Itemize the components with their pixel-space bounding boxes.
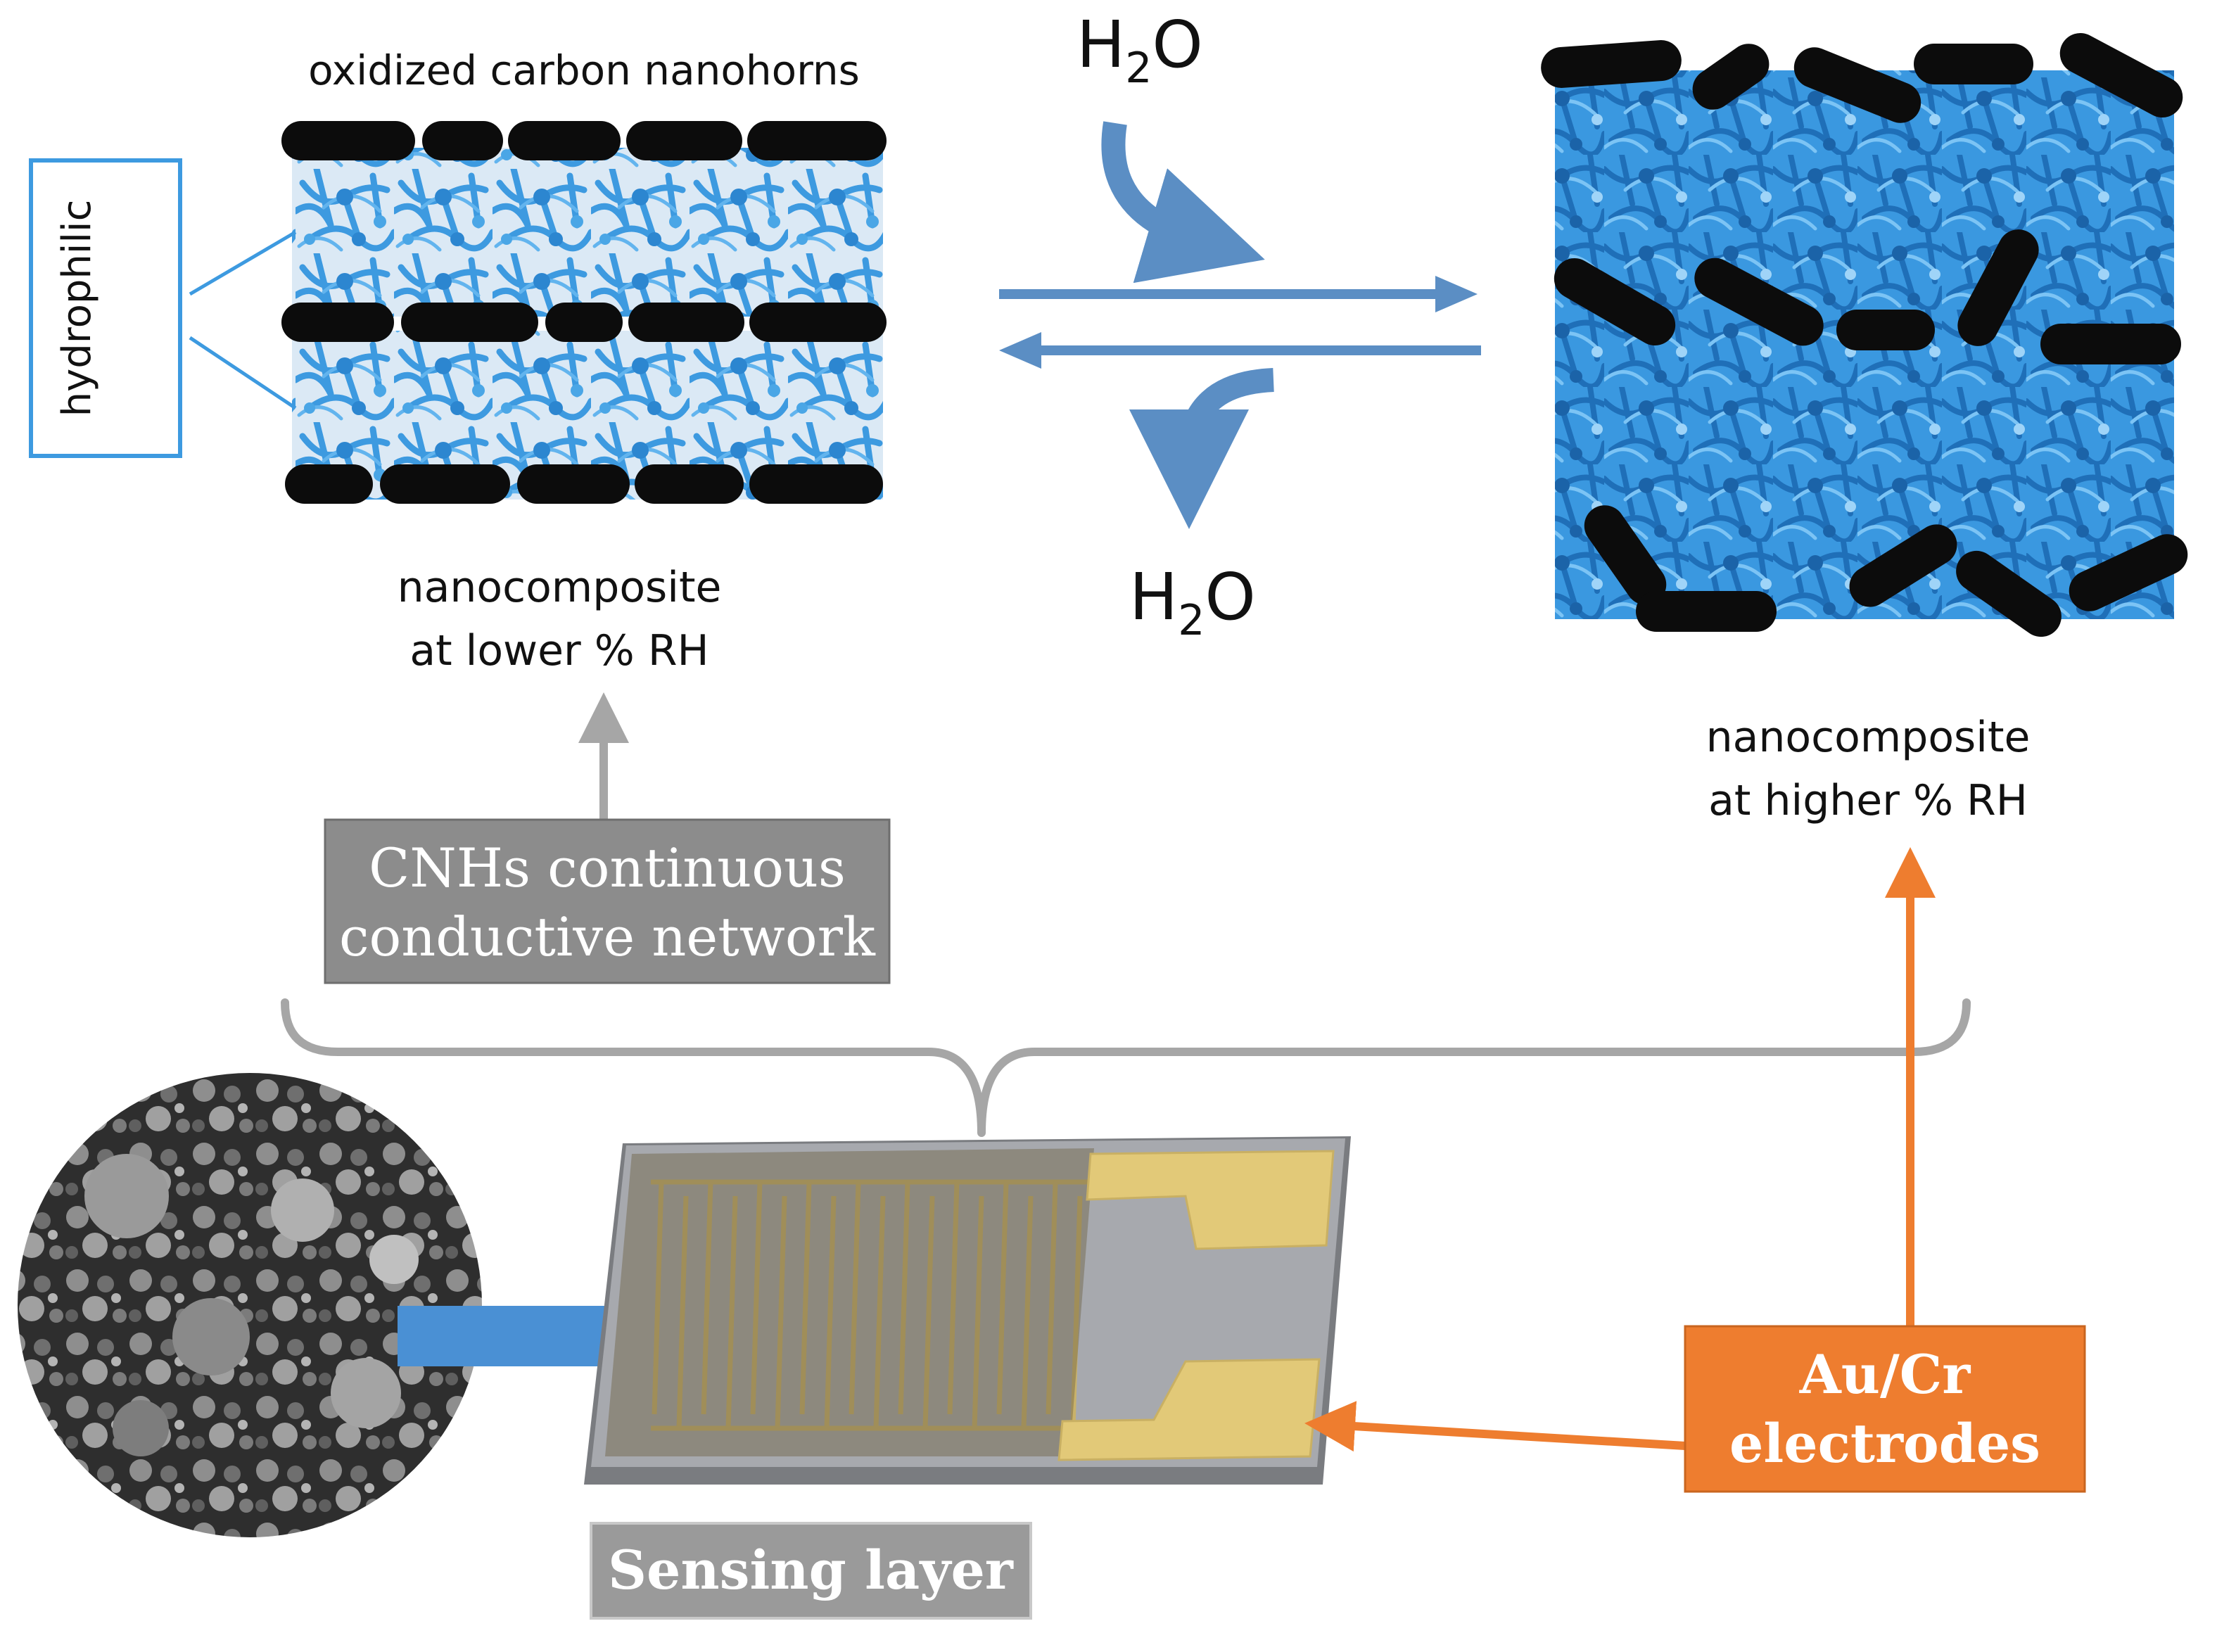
water-desorption: H2O <box>1129 368 1274 645</box>
water-absorption: H2O <box>1076 7 1265 284</box>
high-rh-line2: at higher % RH <box>1708 776 2028 825</box>
cnh-network-line2: conductive network <box>339 906 876 968</box>
water-in-label: H2O <box>1076 7 1203 93</box>
sensing-layer-callout: Sensing layer <box>590 1522 1032 1620</box>
high-rh-caption: nanocomposite at higher % RH <box>1706 713 2031 825</box>
callout-line-top <box>189 230 297 296</box>
sensing-layer-film <box>605 1148 1094 1456</box>
oxidized-cnh-label: oxidized carbon nanohorns <box>308 46 860 94</box>
cnh-network-line1: CNHs continuous <box>369 837 846 899</box>
water-in-curved-arrow <box>1101 121 1265 284</box>
water-out-curved-arrow <box>1129 368 1274 529</box>
water-out-label: H2O <box>1129 559 1256 645</box>
gold-pad-top <box>1086 1150 1335 1250</box>
low-rh-line1: nanocomposite <box>398 563 722 612</box>
sem-micrograph-icon <box>18 1073 482 1537</box>
electrodes-pad-arrow <box>1304 1401 1686 1452</box>
low-rh-caption: nanocomposite at lower % RH <box>398 563 722 675</box>
polymer-layer-top <box>292 148 883 317</box>
hydrophilic-label: hydrophilic <box>54 200 100 417</box>
hydrophilic-polymer-box <box>29 158 182 458</box>
electrodes-line1: Au/Cr <box>1799 1343 1971 1406</box>
dispersed-nanohorns <box>1541 33 2188 637</box>
electrodes-line2: electrodes <box>1729 1412 2040 1475</box>
hydrophilic-polymer-callout: hydrophilic <box>29 158 297 458</box>
low-rh-line2: at lower % RH <box>409 626 709 675</box>
cnh-network-callout: CNHs continuous conductive network <box>324 692 891 984</box>
nanohorn-row-top <box>281 121 887 160</box>
gold-pad-bottom <box>1057 1358 1321 1461</box>
nanocomposite-high-rh <box>1541 33 2188 637</box>
electrodes-callout: Au/Cr electrodes <box>1304 847 2086 1493</box>
nanohorn-row-bottom <box>285 464 883 504</box>
callout-line-bottom <box>189 336 297 410</box>
equilibrium-arrows <box>999 276 1481 369</box>
electrodes-box <box>1684 1325 2086 1493</box>
nanocomposite-low-rh <box>281 121 887 504</box>
interdigitated-electrodes <box>651 1179 1091 1431</box>
curly-brace <box>281 998 1971 1137</box>
high-rh-line1: nanocomposite <box>1706 713 2031 762</box>
sensing-layer-label: Sensing layer <box>608 1539 1014 1601</box>
sensing-layer-box <box>590 1522 1032 1620</box>
nanohorn-row-middle <box>281 303 887 342</box>
sensor-chip-icon <box>584 1136 1351 1485</box>
cnh-network-box <box>324 818 891 984</box>
